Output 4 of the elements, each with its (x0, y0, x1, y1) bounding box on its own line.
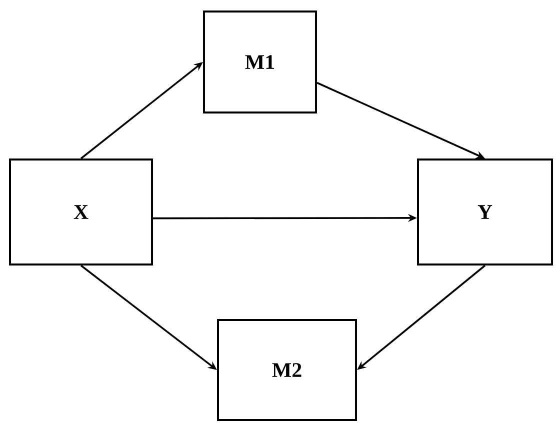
box: Y (417, 158, 553, 266)
box: M2 (217, 319, 357, 421)
box: X (9, 158, 153, 266)
box: M1 (203, 10, 317, 114)
